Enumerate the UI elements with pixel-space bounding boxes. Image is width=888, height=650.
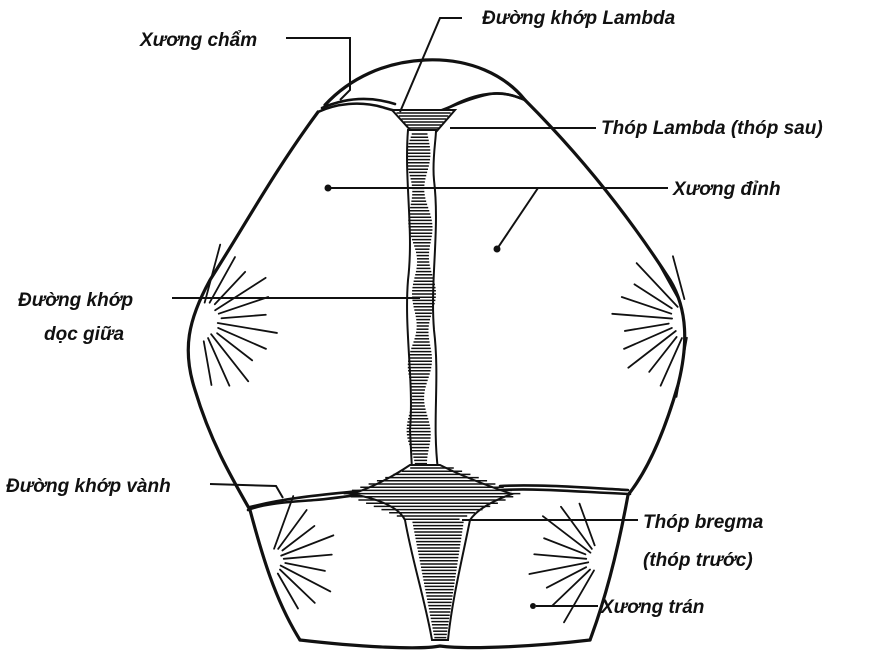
sagittal-suture-shape (406, 130, 438, 470)
label-sagittal-suture-2: dọc giữa (44, 324, 125, 345)
stroke-mark (634, 284, 671, 308)
stroke-mark (215, 278, 265, 310)
stroke-mark (219, 297, 268, 314)
stroke-mark (624, 328, 672, 349)
stroke-mark (625, 324, 669, 331)
stroke-mark (622, 297, 671, 314)
lambda-fontanelle-shape (392, 110, 455, 132)
stroke-mark (215, 272, 245, 304)
stroke-mark (534, 554, 586, 559)
leader-coronal (210, 484, 283, 498)
stroke-mark (612, 314, 672, 319)
label-coronal-suture: Đường khớp vành (6, 476, 171, 497)
stroke-mark (285, 563, 325, 571)
ossification-rays-right-parietal (612, 256, 687, 397)
stroke-mark (529, 562, 588, 574)
stroke-mark (544, 538, 585, 554)
lambda-suture-line-lower (322, 93, 520, 108)
ossification-rays-left-frontal (274, 496, 333, 608)
stroke-mark (564, 570, 594, 622)
label-occipital-bone: Xương chẩm (139, 30, 257, 51)
label-frontal-bone: Xương trán (600, 597, 704, 618)
label-parietal-bone: Xương đỉnh (672, 179, 781, 200)
label-lambda-fontanelle: Thóp Lambda (thóp sau) (601, 118, 823, 139)
stroke-mark (218, 328, 266, 349)
stroke-mark (217, 333, 252, 360)
stroke-mark (284, 555, 332, 559)
stroke-mark (282, 526, 314, 551)
bregma-fontanelle-shape (344, 465, 521, 640)
label-lambda-suture: Đường khớp Lambda (482, 8, 676, 29)
stroke-mark (222, 315, 266, 319)
stroke-mark (649, 337, 676, 372)
frontal-bottom-edge (300, 640, 590, 648)
leader-lambda-suture (400, 18, 462, 112)
stroke-mark (204, 341, 212, 385)
stroke-mark (205, 245, 221, 303)
frontal-point (530, 603, 536, 609)
ossification-rays-left-parietal (204, 245, 277, 386)
ossification-rays-right-frontal (529, 504, 594, 623)
label-bregma-1: Thóp bregma (643, 512, 764, 533)
label-bregma-2: (thóp trước) (643, 550, 753, 571)
stroke-mark (579, 504, 594, 546)
leader-parietal-right (497, 188, 538, 249)
label-sagittal-suture-1: Đường khớp (18, 290, 133, 311)
